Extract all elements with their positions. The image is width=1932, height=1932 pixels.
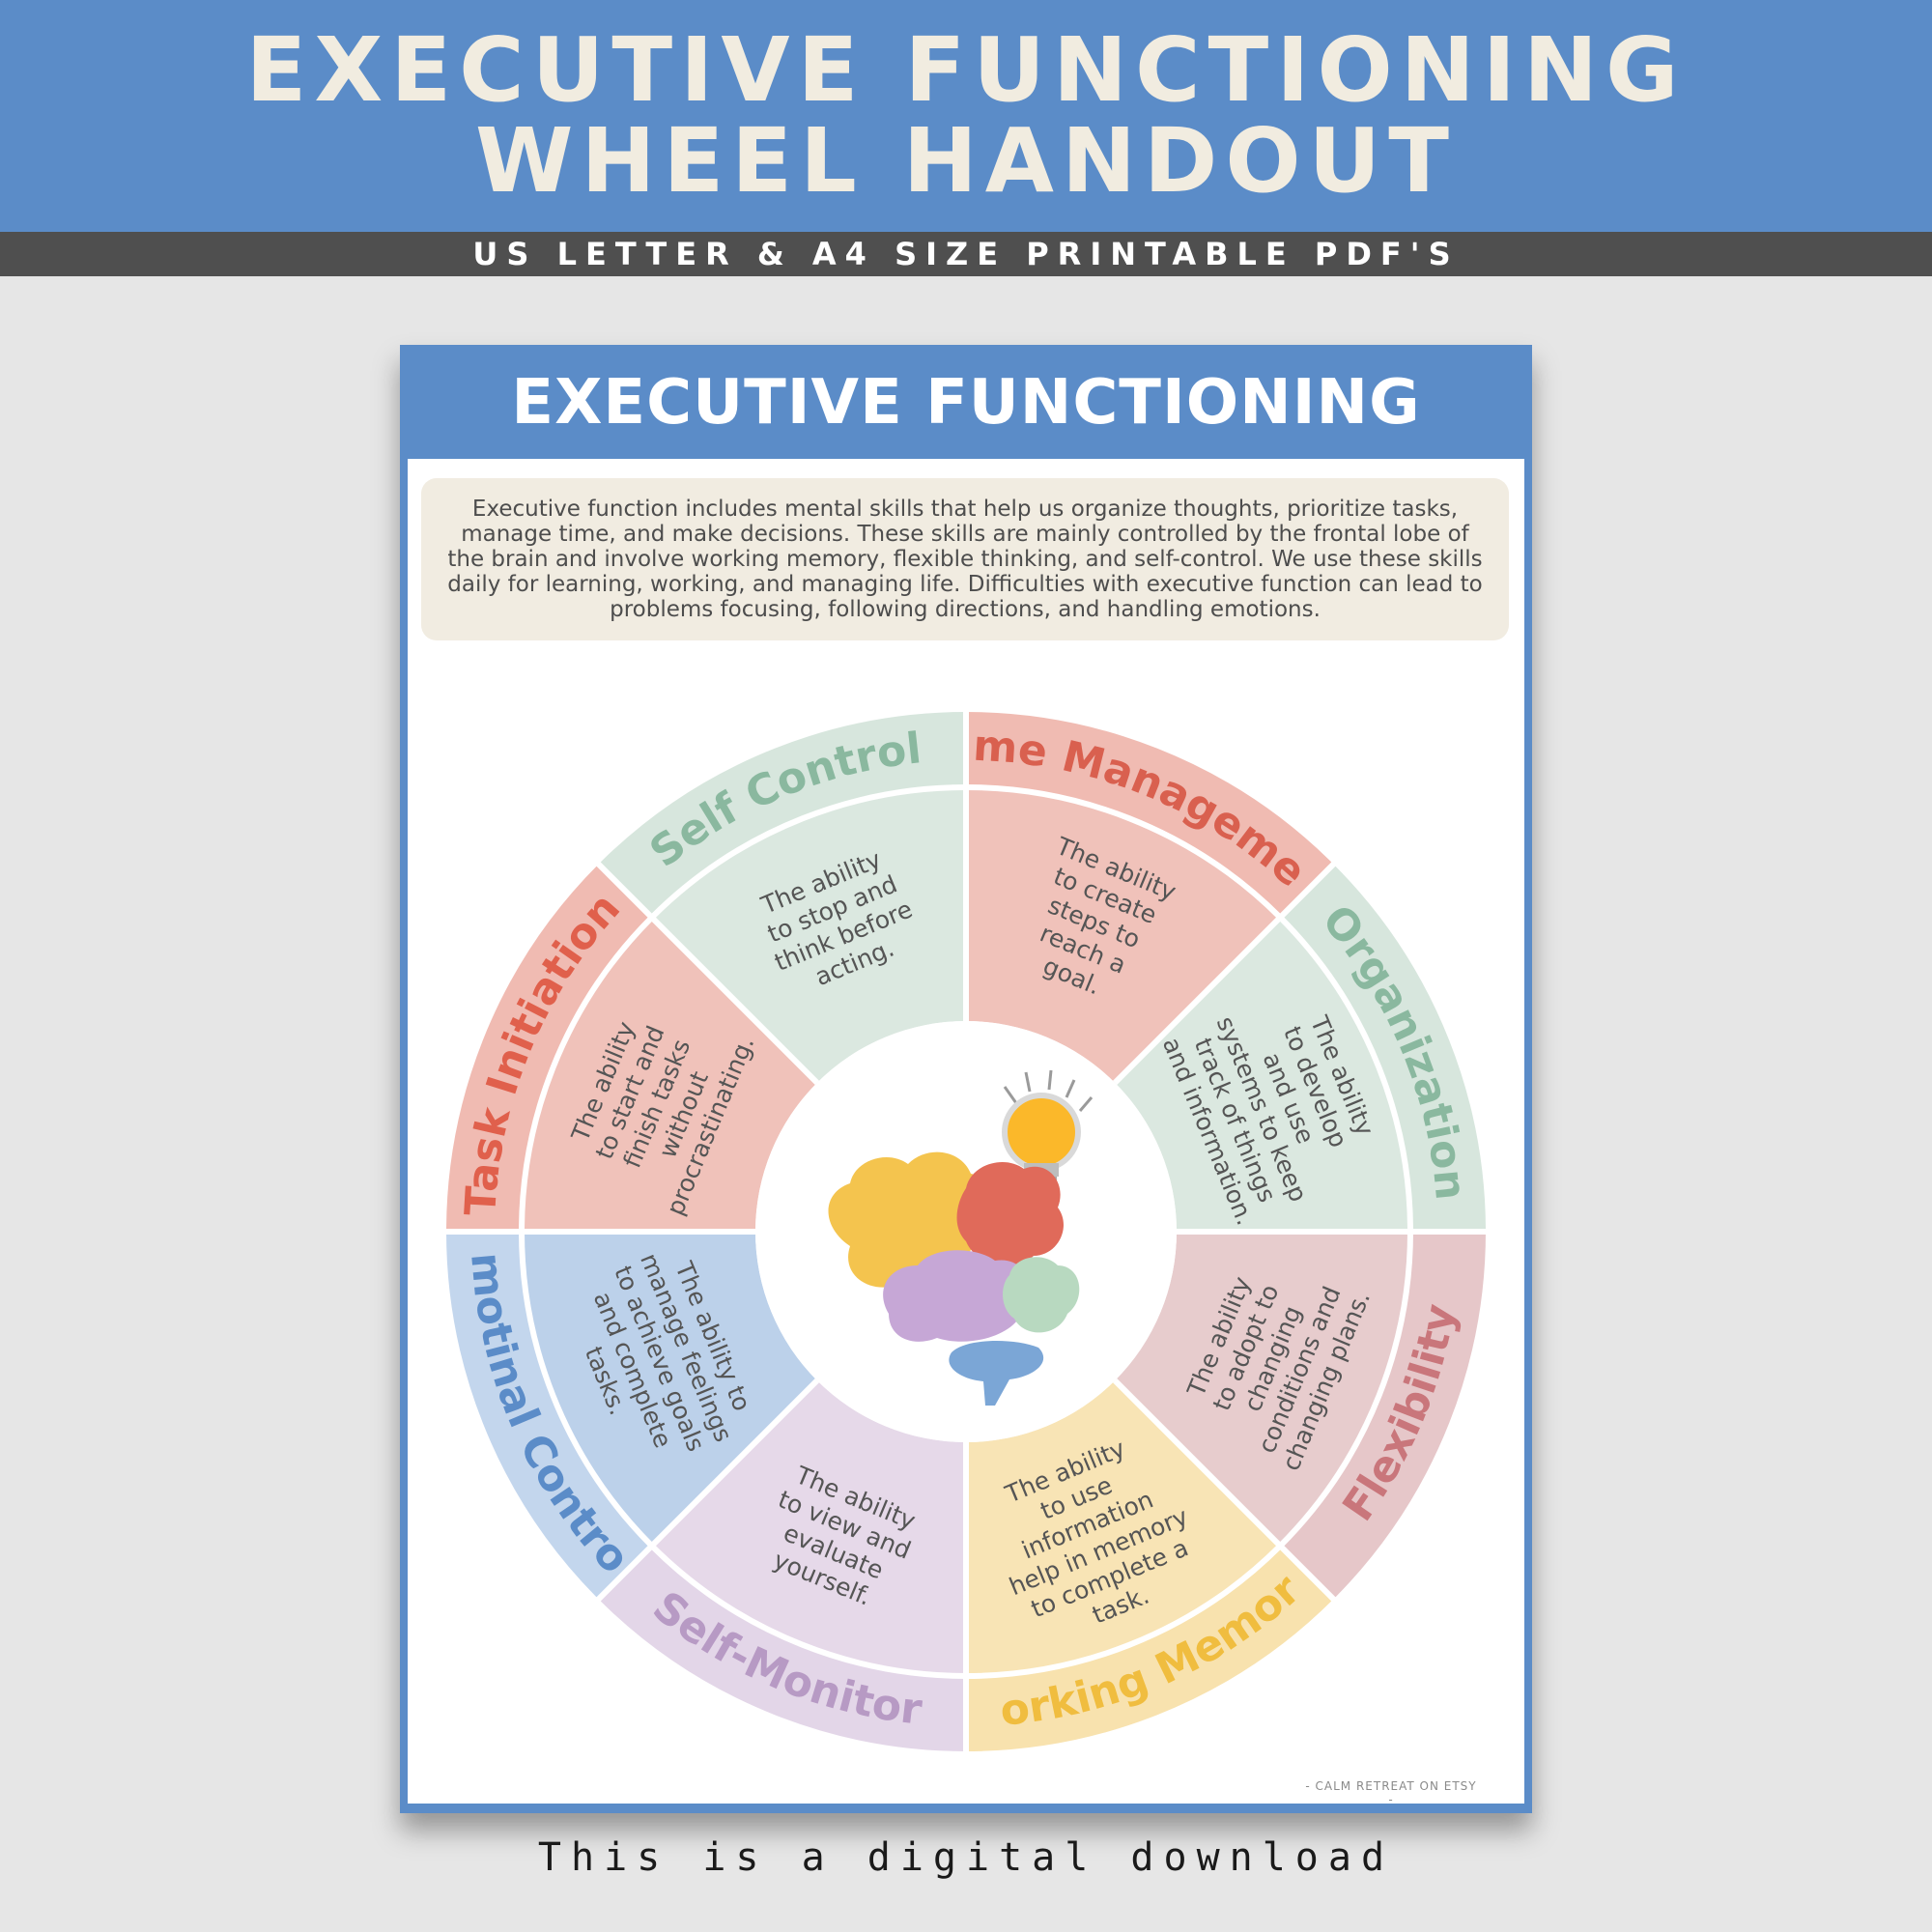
wheel-sector-self-monitor — [651, 1380, 966, 1676]
wheel-band-working-memory — [966, 1546, 1335, 1753]
wheel-label-time-management: Time Management — [0, 0, 1316, 896]
wheel-sector-organization — [1115, 917, 1410, 1232]
header-banner: EXECUTIVE FUNCTIONING WHEEL HANDOUT — [0, 0, 1932, 232]
wheel-band-emotinal-control — [443, 1232, 652, 1601]
credit-text: - CALM RETREAT ON ETSY - — [1305, 1779, 1477, 1806]
banner-title-line1: EXECUTIVE FUNCTIONING — [245, 18, 1687, 122]
wheel-sector-flexibility — [1115, 1232, 1410, 1547]
wheel-divider — [595, 861, 819, 1085]
intro-box: Executive function includes mental skill… — [421, 478, 1509, 640]
brain-lightbulb-icon — [828, 1069, 1094, 1406]
wheel-band-task-initiation — [444, 863, 652, 1232]
intro-text: Executive function includes mental skill… — [447, 497, 1483, 622]
wheel-band-self-monitor — [597, 1546, 966, 1753]
wheel-band-organization — [1280, 863, 1488, 1232]
wheel-sector-task-initiation — [522, 917, 817, 1232]
wheel-divider — [1113, 861, 1337, 1085]
brain-icon — [828, 1151, 1080, 1406]
wheel-ring-divider — [519, 784, 1413, 1679]
wheel-divider — [1113, 1378, 1337, 1603]
wheel-sector-self-control — [651, 787, 966, 1083]
wheel-outer-edge — [442, 708, 1490, 1755]
footer-digital-download: This is a digital download — [537, 1835, 1395, 1880]
wheel-band-time-management — [966, 710, 1335, 918]
wheel-band-flexibility — [1280, 1232, 1488, 1601]
banner-subtitle: US LETTER & A4 SIZE PRINTABLE PDF'S — [0, 232, 1932, 276]
wheel-sector-time-management — [966, 787, 1281, 1083]
wheel-sector-emotinal-control — [522, 1232, 817, 1547]
wheel-band-self-control — [597, 710, 966, 918]
banner-title-line2: WHEEL HANDOUT — [474, 109, 1458, 213]
wheel-sector-working-memory — [966, 1380, 1281, 1676]
wheel-divider — [595, 1378, 819, 1603]
